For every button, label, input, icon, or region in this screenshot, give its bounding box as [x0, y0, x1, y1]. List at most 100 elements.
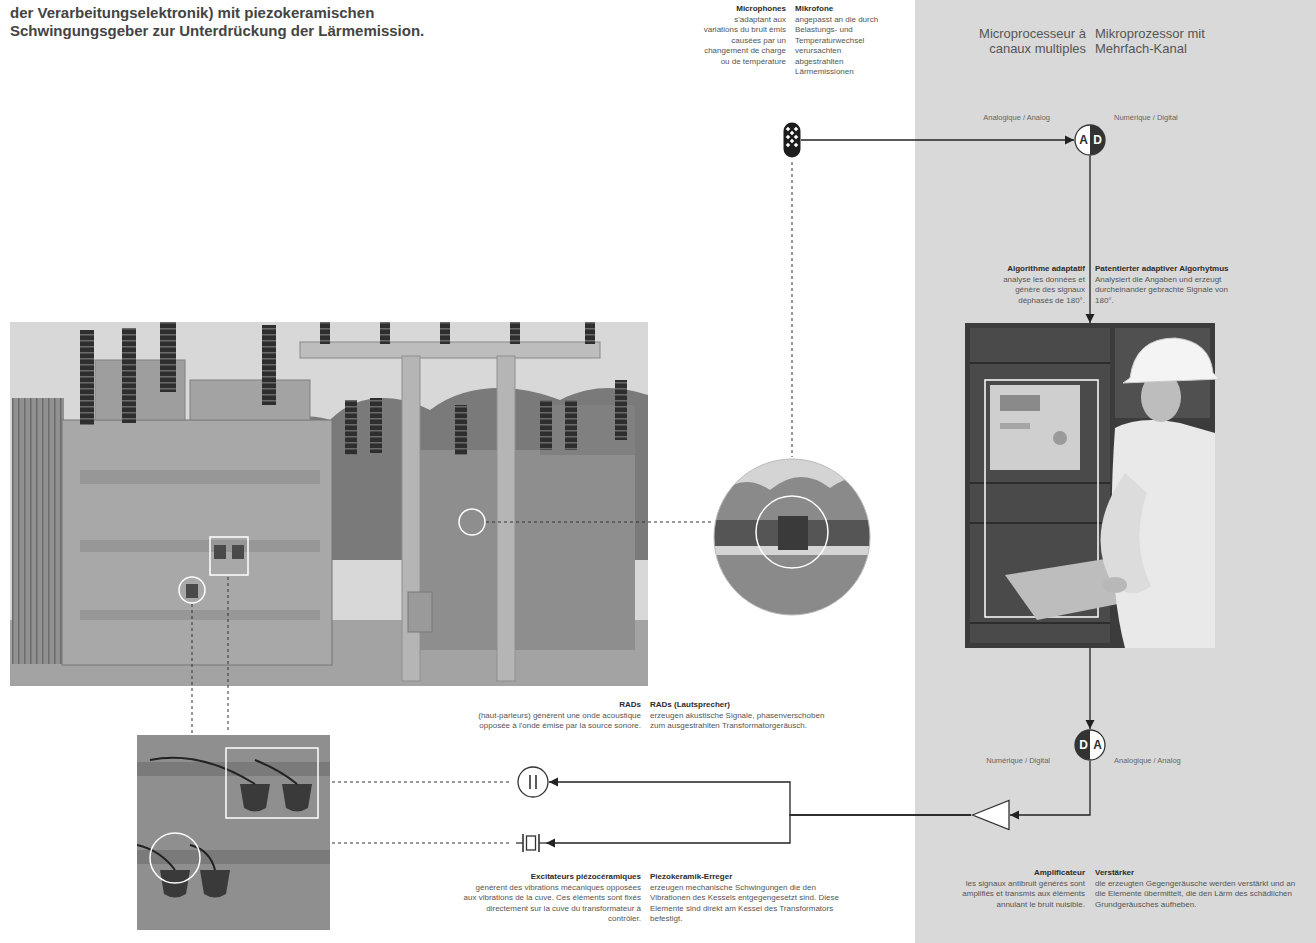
da-converter-shape — [1075, 730, 1090, 760]
transformer-photo — [80, 610, 320, 620]
control-cabinet-photo-shape — [1000, 423, 1030, 429]
connector — [1089, 156, 1090, 323]
text-column: Amplificateurles signaux antibruit génér… — [940, 868, 1085, 910]
amplifier-symbol: Amplificateurles signaux antibruit génér… — [971, 799, 1010, 831]
node-heading: Verstärker — [1095, 868, 1300, 879]
converter-letter: D — [1091, 133, 1104, 147]
node-heading: RADs (Lautsprecher) — [650, 700, 825, 711]
heading-text: der Verarbeitungselektronik) mit piezoke… — [10, 4, 490, 40]
control-cabinet-photo-shape — [1101, 473, 1152, 593]
converter-letter: A — [1077, 133, 1090, 147]
ad-converter-shape — [1075, 125, 1105, 155]
node-description: erzeugen mechanische Schwingungen die de… — [650, 883, 855, 925]
ad-converter-shape — [1075, 125, 1105, 155]
connector — [801, 139, 1074, 140]
converter-letter: A — [1091, 738, 1104, 752]
zoom-photo — [714, 459, 870, 615]
amplifier-symbol-shape — [973, 801, 1010, 830]
text-column: Piezokeramik-Erregererzeugen mechanische… — [650, 872, 855, 925]
microphone-icon-shape — [786, 135, 791, 140]
leader-line — [228, 577, 229, 733]
control-cabinet-photo-shape — [1053, 431, 1067, 445]
transformer-photo — [440, 322, 450, 344]
transformer-photo — [408, 592, 432, 632]
signal-label: Numérique / Digital — [960, 756, 1050, 765]
piezo-symbol-shape — [516, 842, 523, 843]
control-cabinet-photo-shape — [990, 385, 1080, 470]
node-heading: Piezokeramik-Erreger — [650, 872, 855, 883]
panel-title: Microprocesseur à canaux multiples — [936, 26, 1086, 56]
microphone-icon-shape — [790, 131, 795, 136]
microphone-icon: Microphoness'adaptant aux variations du … — [783, 122, 801, 158]
signal-label: Analogique / Analog — [960, 113, 1050, 122]
text-column: D — [1077, 738, 1090, 752]
transformer-photo — [186, 584, 198, 598]
processor-panel: Microprocesseur à canaux multiples Mikrop… — [915, 0, 1316, 943]
node-heading: Mikrofone — [795, 4, 881, 15]
node-description: génèrent des vibrations mécaniques oppos… — [461, 883, 641, 925]
leader-line — [192, 604, 193, 733]
closeup-photo — [282, 784, 312, 812]
converter-letter: D — [1077, 738, 1090, 752]
connector — [546, 815, 971, 843]
transformer-photo — [80, 330, 94, 425]
piezo-symbol-shape — [522, 834, 524, 852]
speaker-symbol: RADs(haut-parleurs) génèrent une onde ac… — [517, 766, 549, 798]
panel-title: Mikroprozessor mit Mehrfach-Kanal — [1095, 26, 1265, 56]
signal-label: Numérique / Digital — [1114, 113, 1204, 122]
control-cabinet-photo-shape — [1000, 395, 1040, 411]
transformer-photo — [615, 380, 627, 440]
transformer-photo — [12, 398, 64, 664]
text-column: Mikrofoneangepasst an die durch Belastun… — [795, 4, 881, 78]
speaker-symbol-shape — [529, 775, 531, 789]
speaker-symbol-shape — [535, 775, 537, 789]
amplifier-symbol-shape — [971, 799, 1010, 831]
transformer-photo — [565, 400, 577, 450]
transformer-photo — [160, 322, 176, 392]
node-heading: Amplificateur — [940, 868, 1085, 879]
transformer-photo — [455, 405, 467, 455]
leader-line — [792, 162, 793, 457]
ad-converter-shape — [1090, 125, 1105, 155]
transformer-photo — [300, 342, 600, 358]
piezo-symbol-shape — [516, 832, 546, 854]
node-description: Analysiert die Angaben und erzeugt durch… — [1095, 275, 1235, 307]
microphone-icon-shape — [783, 122, 801, 158]
microphone-icon-shape — [794, 135, 799, 140]
node-heading: Patentierter adaptiver Algorhytmus — [1095, 264, 1235, 275]
node-description: (haut-parleurs) génèrent une onde acoust… — [471, 711, 641, 732]
text-column: A — [1091, 738, 1104, 752]
zoom-photo — [714, 555, 870, 615]
transformer-photo — [62, 420, 332, 665]
closeup-photo — [137, 735, 330, 930]
microphone-icon-shape — [794, 143, 799, 148]
ad-converter: AD — [1074, 124, 1106, 156]
transformer-photo — [80, 540, 320, 552]
da-converter-shape — [1075, 730, 1105, 760]
text-column: A — [1077, 133, 1090, 147]
node-description: s'adaptant aux variations du bruit émis … — [702, 15, 786, 68]
transformer-photo — [585, 322, 595, 344]
transformer-photo — [497, 356, 515, 681]
text-column: Algorithme adaptatifanalyse les données … — [990, 264, 1085, 306]
connector — [1089, 648, 1090, 729]
transformer-photo — [10, 322, 648, 686]
node-heading: RADs — [471, 700, 641, 711]
transformer-photo — [210, 537, 248, 575]
text-column: Patentierter adaptiver AlgorhytmusAnalys… — [1095, 264, 1235, 306]
transformer-photo — [232, 545, 244, 559]
node-description: analyse les données et génère des signau… — [990, 275, 1085, 307]
control-cabinet-photo-shape — [965, 323, 1215, 648]
da-converter-shape — [1075, 730, 1105, 760]
speaker-symbol-shape — [517, 766, 549, 798]
node-description: die erzeugten Gegengeräusche werden vers… — [1095, 879, 1300, 911]
node-description: les signaux antibruit générés sont ampli… — [940, 879, 1085, 911]
text-column: RADs(haut-parleurs) génèrent une onde ac… — [471, 700, 641, 732]
transformer-photo — [179, 577, 205, 603]
text-column: Excitateurs piézocéramiquesgénèrent des … — [461, 872, 641, 925]
microphone-icon-shape — [790, 139, 795, 144]
leader-line — [332, 843, 511, 844]
